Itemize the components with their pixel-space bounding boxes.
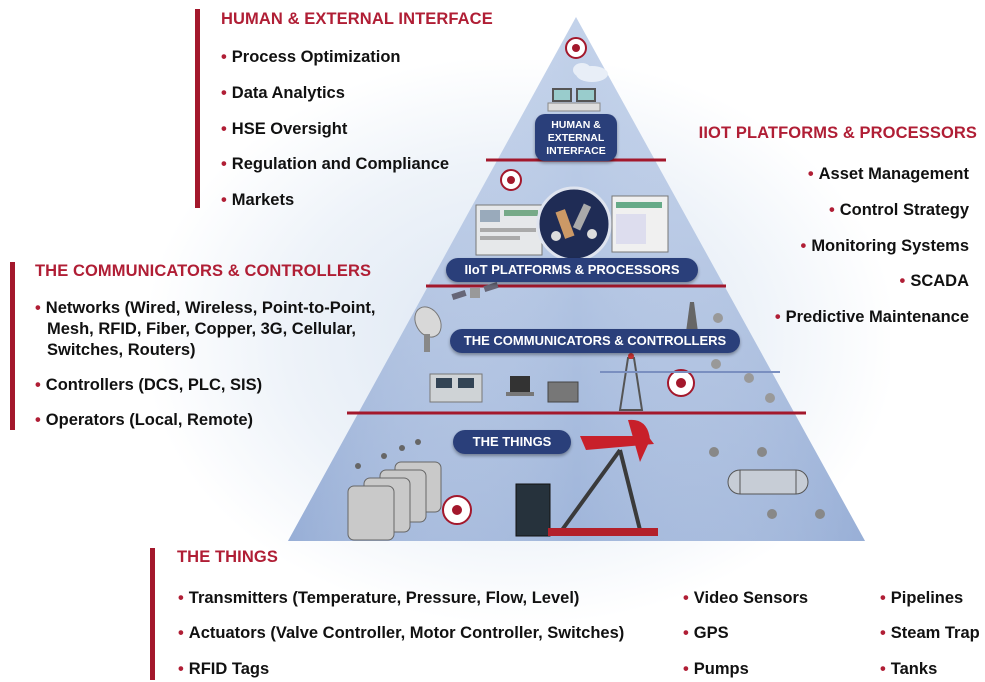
section-bar [150, 548, 155, 680]
section-title-things: THE THINGS [177, 548, 278, 566]
list-item: •Pipelines [880, 589, 964, 607]
section-title-comm: THE COMMUNICATORS & CONTROLLERS [35, 262, 372, 280]
pyramid-label-iiot: IIoT PLATFORMS & PROCESSORS [446, 258, 698, 282]
pyramid-label-human-line: HUMAN & [551, 119, 601, 131]
list-item: •Operators (Local, Remote) [35, 411, 253, 429]
list-item: •Asset Management [807, 165, 969, 183]
list-item: •Actuators (Valve Controller, Motor Cont… [178, 624, 625, 642]
list-item: •Tanks [880, 660, 938, 678]
list-item: •RFID Tags [178, 660, 270, 678]
pyramid-label-human-line: INTERFACE [546, 145, 606, 157]
shield-logo-icon [500, 169, 522, 191]
list-item: •Transmitters (Temperature, Pressure, Fl… [178, 589, 580, 607]
list-item: •Steam Trap [880, 624, 980, 642]
shield-logo-icon [667, 369, 695, 397]
list-item: •Monitoring Systems [800, 237, 969, 255]
list-item: •Control Strategy [828, 201, 969, 219]
heat-exchanger-icon [709, 447, 825, 519]
list-item: •Pumps [683, 660, 749, 678]
pyramid-label-things: THE THINGS [453, 430, 571, 454]
list-item: •Controllers (DCS, PLC, SIS) [35, 376, 263, 394]
list-item: •Predictive Maintenance [774, 308, 969, 326]
list-item: •Regulation and Compliance [221, 155, 450, 173]
section-bar [195, 9, 200, 208]
list-item-cont: Switches, Routers) [47, 341, 196, 359]
tower-icon [618, 302, 698, 411]
list-item: •Process Optimization [221, 48, 401, 66]
shield-logo-icon [565, 37, 587, 59]
list-item: •GPS [683, 624, 729, 642]
section-title-iiot: IIOT PLATFORMS & PROCESSORS [698, 124, 977, 142]
list-item: •Data Analytics [221, 84, 345, 102]
sensor-icon [600, 313, 780, 403]
section-bar [10, 262, 15, 430]
cloud-icon [573, 63, 608, 82]
list-item-cont: Mesh, RFID, Fiber, Copper, 3G, Cellular, [47, 320, 356, 338]
satellite-icon [451, 281, 499, 301]
pump-jack-icon [515, 419, 658, 537]
robot-arm-icon [536, 186, 612, 262]
pyramid-label-human: HUMAN & EXTERNAL INTERFACE [535, 114, 617, 161]
computer-icon [429, 373, 483, 403]
laptop-icon [506, 376, 534, 396]
list-item: •Video Sensors [683, 589, 809, 607]
pyramid-label-comm: THE COMMUNICATORS & CONTROLLERS [450, 329, 740, 353]
computer-icon [547, 381, 579, 403]
tank-icon [347, 439, 442, 541]
dish-icon [414, 306, 442, 352]
shield-logo-icon [442, 495, 472, 525]
control-desk-icon [547, 88, 601, 112]
screens-icon [475, 195, 669, 256]
list-item: •Networks (Wired, Wireless, Point-to-Poi… [35, 299, 376, 317]
list-item: •HSE Oversight [221, 120, 348, 138]
pyramid-label-human-line: EXTERNAL [547, 132, 605, 144]
list-item: •Markets [221, 191, 295, 209]
list-item: •SCADA [899, 272, 969, 290]
section-title-human: HUMAN & EXTERNAL INTERFACE [221, 10, 493, 28]
